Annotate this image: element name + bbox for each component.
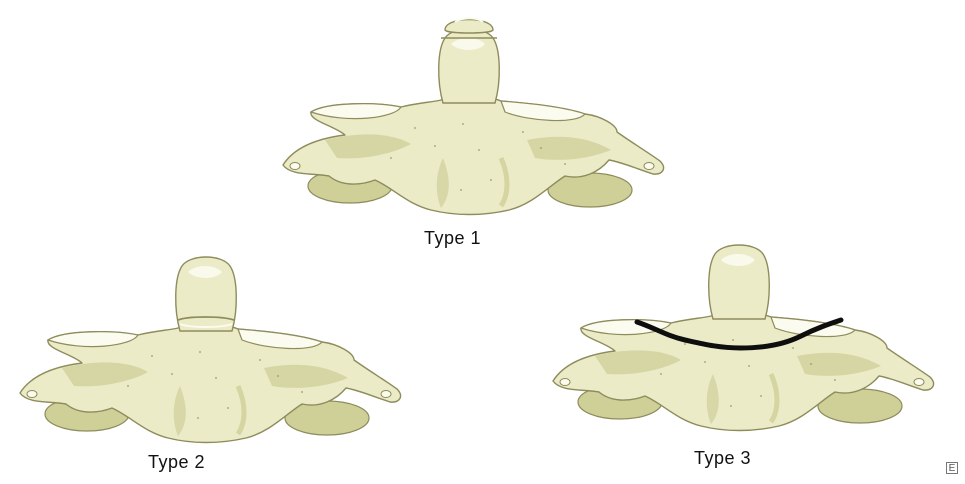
surface-speckle-2 (704, 361, 706, 363)
vertebra-type-1-illustration (265, 8, 675, 218)
vertebra-type-2-illustration (2, 236, 412, 446)
surface-speckle-3 (732, 339, 734, 341)
surface-speckle-10 (460, 189, 462, 191)
type-1-avulsed-tip (445, 20, 493, 34)
surface-speckle-7 (127, 385, 129, 387)
surface-speckle-7 (390, 157, 392, 159)
transverse-foramen-right (644, 163, 654, 170)
surface-speckle-1 (414, 127, 416, 129)
vertebra-type-1-drawing (265, 8, 675, 218)
surface-speckle-3 (199, 351, 201, 353)
surface-speckle-10 (197, 417, 199, 419)
label-type-1: Type 1 (424, 228, 481, 249)
surface-speckle-6 (277, 375, 279, 377)
label-type-3: Type 3 (694, 448, 751, 469)
surface-speckle-9 (227, 407, 229, 409)
surface-speckle-4 (478, 149, 480, 151)
surface-speckle-6 (810, 363, 812, 365)
surface-speckle-4 (748, 365, 750, 367)
surface-speckle-7 (660, 373, 662, 375)
surface-speckle-6 (540, 147, 542, 149)
surface-speckle-5 (259, 359, 261, 361)
surface-speckle-9 (490, 179, 492, 181)
surface-speckle-2 (171, 373, 173, 375)
surface-speckle-8 (834, 379, 836, 381)
surface-speckle-5 (522, 131, 524, 133)
surface-speckle-1 (684, 343, 686, 345)
transverse-foramen-right (914, 379, 924, 386)
vertebra-type-2-drawing (2, 236, 412, 446)
transverse-foramen-left (27, 391, 37, 398)
corner-mark: E (946, 462, 958, 474)
surface-speckle-3 (462, 123, 464, 125)
surface-speckle-8 (564, 163, 566, 165)
surface-speckle-5 (792, 347, 794, 349)
surface-speckle-9 (760, 395, 762, 397)
surface-speckle-2 (434, 145, 436, 147)
transverse-foramen-left (560, 379, 570, 386)
surface-speckle-10 (730, 405, 732, 407)
vertebra-type-3-illustration (535, 224, 945, 434)
vertebra-type-3-drawing (535, 224, 945, 434)
label-type-2: Type 2 (148, 452, 205, 473)
transverse-foramen-right (381, 391, 391, 398)
surface-speckle-1 (151, 355, 153, 357)
surface-speckle-4 (215, 377, 217, 379)
transverse-foramen-left (290, 163, 300, 170)
surface-speckle-8 (301, 391, 303, 393)
